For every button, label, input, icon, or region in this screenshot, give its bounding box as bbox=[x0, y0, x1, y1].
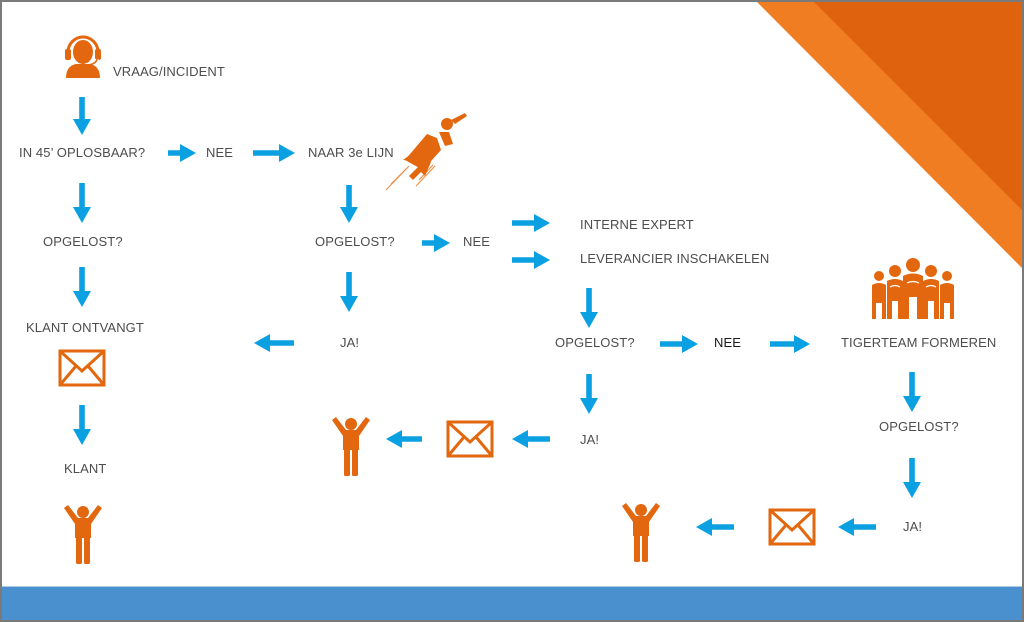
node-interne-expert: INTERNE EXPERT bbox=[580, 217, 694, 232]
happy-person-icon bbox=[622, 503, 660, 562]
team-group-icon bbox=[872, 258, 954, 319]
headset-agent-icon bbox=[65, 35, 101, 78]
arrow-right-icon bbox=[770, 335, 810, 353]
node-vraag-incident: VRAAG/INCIDENT bbox=[113, 64, 225, 79]
corner-dark-triangle bbox=[814, 2, 1022, 210]
arrow-right-icon bbox=[168, 144, 196, 162]
node-klant: KLANT bbox=[64, 461, 107, 476]
arrow-down-icon bbox=[340, 185, 358, 223]
arrow-right-icon bbox=[512, 251, 550, 269]
node-nee-1: NEE bbox=[206, 145, 234, 160]
flying-superhero-icon bbox=[385, 113, 467, 191]
arrow-down-icon bbox=[580, 374, 598, 414]
footer-bar bbox=[2, 586, 1022, 620]
arrow-right-icon bbox=[422, 234, 450, 252]
arrow-left-icon bbox=[386, 430, 422, 448]
arrow-down-icon bbox=[73, 405, 91, 445]
arrow-down-icon bbox=[73, 183, 91, 223]
arrow-right-icon bbox=[512, 214, 550, 232]
node-in45-oplosbaar: IN 45’ OPLOSBAAR? bbox=[19, 145, 146, 160]
happy-person-icon bbox=[64, 505, 102, 564]
envelope-icon bbox=[446, 420, 494, 458]
arrow-left-icon bbox=[696, 518, 734, 536]
node-opgelost-4: OPGELOST? bbox=[879, 419, 959, 434]
node-nee-3: NEE bbox=[714, 335, 742, 350]
node-opgelost-3: OPGELOST? bbox=[555, 335, 635, 350]
arrow-right-icon bbox=[253, 144, 295, 162]
node-ja-3: JA! bbox=[903, 519, 923, 534]
arrow-down-icon bbox=[73, 267, 91, 307]
envelope-icon bbox=[58, 349, 106, 387]
arrow-left-icon bbox=[838, 518, 876, 536]
node-opgelost-1: OPGELOST? bbox=[43, 234, 123, 249]
node-nee-2: NEE bbox=[463, 234, 491, 249]
node-leverancier-inschakelen: LEVERANCIER INSCHAKELEN bbox=[580, 251, 770, 266]
happy-person-icon bbox=[332, 417, 370, 476]
arrow-left-icon bbox=[512, 430, 550, 448]
arrow-down-icon bbox=[903, 458, 921, 498]
arrow-down-icon bbox=[903, 372, 921, 412]
node-ja-1: JA! bbox=[340, 335, 360, 350]
node-naar-3e-lijn: NAAR 3e LIJN bbox=[308, 145, 394, 160]
arrow-down-icon bbox=[73, 97, 91, 135]
envelope-icon bbox=[768, 508, 816, 546]
arrow-right-icon bbox=[660, 335, 698, 353]
arrow-left-icon bbox=[254, 334, 294, 352]
node-ja-2: JA! bbox=[580, 432, 600, 447]
node-opgelost-2: OPGELOST? bbox=[315, 234, 395, 249]
node-tigerteam-formeren: TIGERTEAM FORMEREN bbox=[841, 335, 997, 350]
node-klant-ontvangt: KLANT ONTVANGT bbox=[26, 320, 144, 335]
arrow-down-icon bbox=[340, 272, 358, 312]
arrow-down-icon bbox=[580, 288, 598, 328]
